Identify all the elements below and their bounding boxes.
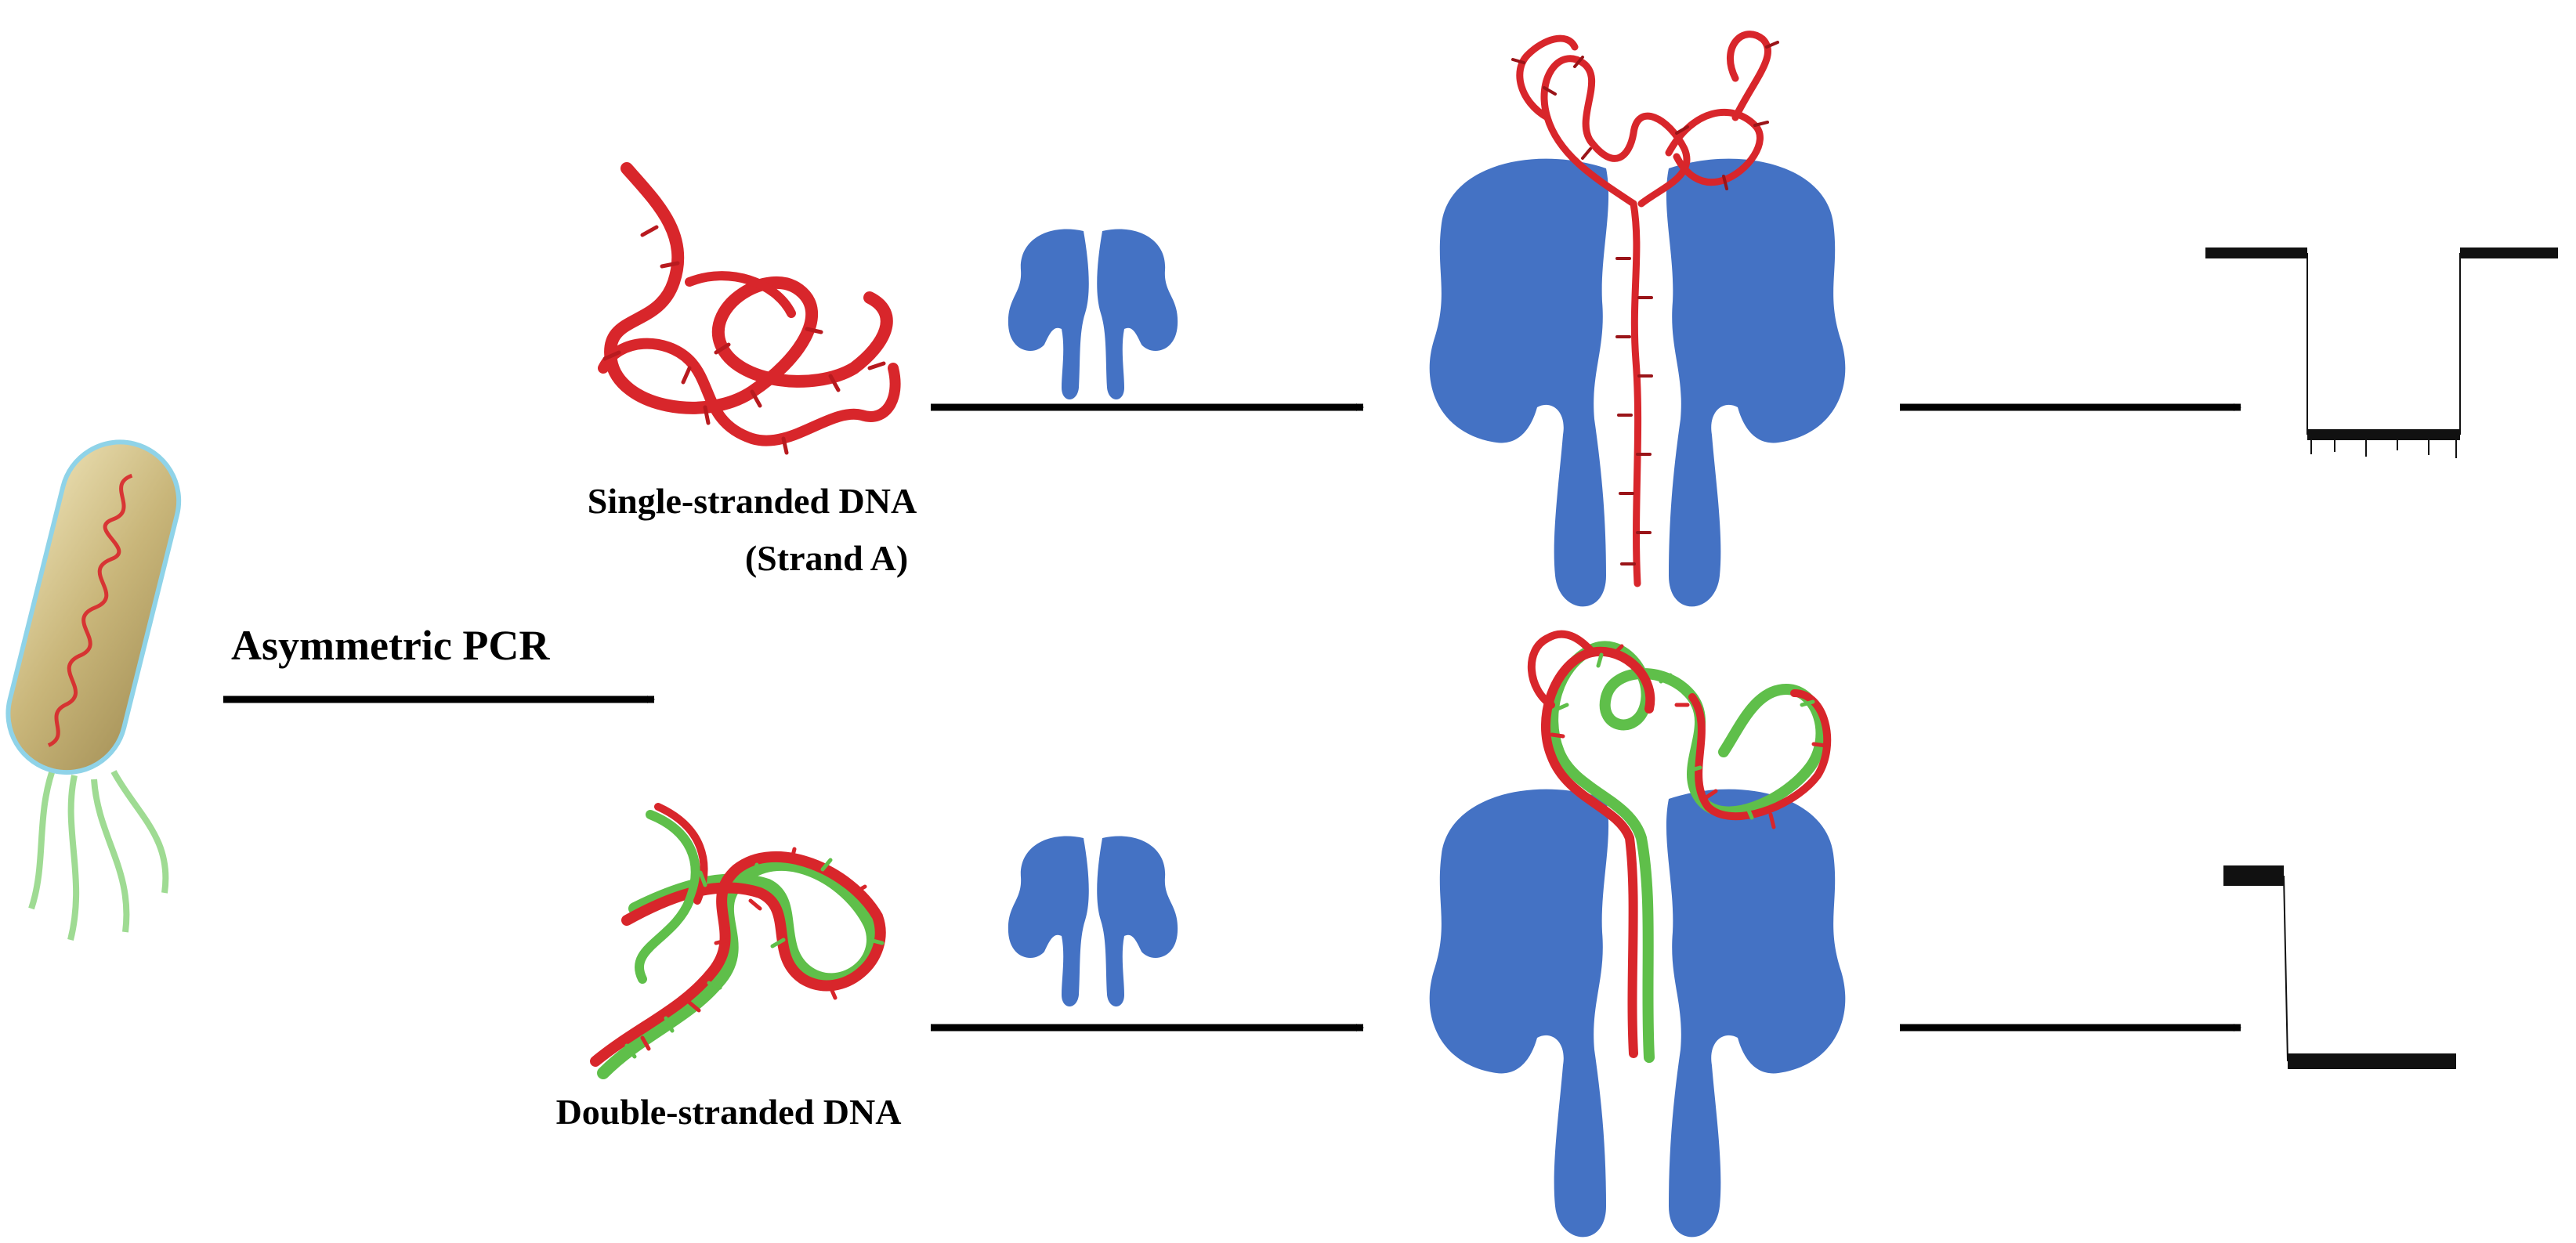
bacterium-flagella <box>28 762 169 941</box>
nanopore-icon <box>1008 229 1178 399</box>
asymmetric-pcr-label: Asymmetric PCR <box>231 622 550 669</box>
ssdna-threading-strand <box>1511 31 1779 587</box>
bacterium-dna <box>47 473 133 747</box>
bacterium-icon <box>5 439 182 941</box>
dsdna-structure-icon <box>590 803 886 1079</box>
ssdna-current-trace <box>2205 248 2558 458</box>
dsdna-label: Double-stranded DNA <box>556 1092 902 1132</box>
ssdna-label-line2: (Strand A) <box>745 538 908 578</box>
dsdna-blocked-strand <box>1527 630 1832 1063</box>
ssdna-structure-icon <box>598 162 901 455</box>
ssdna-label-line1: Single-stranded DNA <box>588 481 917 521</box>
dsdna-current-trace <box>2223 865 2456 1069</box>
nanopore-channel-icon <box>1429 789 1846 1238</box>
nanopore-icon <box>1008 836 1178 1006</box>
